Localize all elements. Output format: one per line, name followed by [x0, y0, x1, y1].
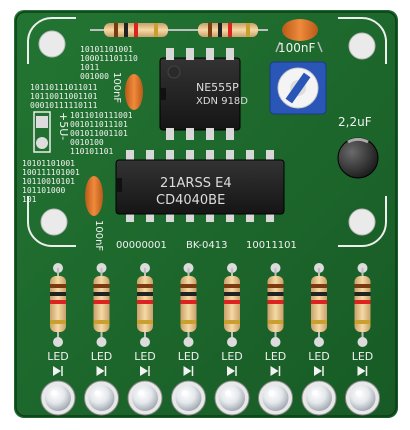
led-8 — [345, 380, 380, 416]
led-column-6: LED — [258, 263, 293, 416]
chip-big-line2: CD4040BE — [156, 193, 225, 208]
svg-text:1011: 1011 — [80, 63, 99, 72]
led-label-1: LED — [47, 350, 69, 363]
svg-text:10101101001: 10101101001 — [22, 159, 75, 168]
led-column-3: LED — [127, 263, 163, 416]
led-row: LED LED LED LED LED LED LED LED — [40, 263, 380, 416]
left-binary-label: 00000001 — [116, 240, 167, 251]
right-binary-label: 10011101 — [246, 240, 297, 251]
resistor-led-8 — [354, 268, 371, 340]
led-label-7: LED — [308, 350, 330, 363]
svg-text:001011001101: 001011001101 — [70, 129, 128, 138]
svg-text:101: 101 — [22, 195, 37, 204]
diode-symbol-icon — [96, 366, 107, 376]
resistor-top-2 — [186, 23, 268, 37]
diode-symbol-icon — [314, 366, 324, 376]
diode-symbol-icon — [140, 366, 150, 376]
diode-symbol-icon — [53, 366, 63, 376]
led-6 — [258, 380, 293, 416]
cap-top-right-label: 100nF — [278, 41, 316, 55]
led-3 — [127, 380, 163, 416]
binary-block-bottom: 10101101001 100111101001 10110010101 101… — [22, 159, 80, 204]
svg-text:110101101: 110101101 — [70, 147, 114, 156]
resistor-led-3 — [137, 268, 153, 340]
chip-ne555 — [159, 48, 241, 140]
led-column-2: LED — [84, 263, 119, 416]
resistor-led-2 — [93, 268, 110, 340]
led-column-7: LED — [301, 263, 337, 416]
binary-block-mid2: 1011010111001 001011011101 001011001101 … — [70, 111, 133, 156]
resistor-led-1 — [50, 268, 66, 340]
pcb-edge — [15, 11, 397, 417]
led-label-4: LED — [178, 350, 200, 363]
binary-block-mid: 10110111011011 10110011001101 0001011111… — [30, 83, 98, 110]
capacitor-left-top — [125, 74, 143, 110]
led-label-5: LED — [221, 350, 243, 363]
led-5 — [214, 380, 250, 416]
led-column-4: LED — [171, 263, 206, 416]
diode-symbol-icon — [270, 366, 281, 376]
svg-text:10110111011011: 10110111011011 — [30, 83, 98, 92]
mounting-hole-bottom-left — [27, 196, 76, 247]
board-code-label: BK-0413 — [186, 240, 227, 251]
resistor-top-1 — [90, 23, 186, 37]
resistor-led-6 — [267, 268, 284, 340]
svg-text:1011010111001: 1011010111001 — [70, 111, 133, 120]
svg-text:10110011001101: 10110011001101 — [30, 92, 98, 101]
led-column-1: LED — [40, 263, 76, 416]
trimmer-potentiometer — [269, 61, 327, 115]
svg-text:00010111110111: 00010111110111 — [30, 101, 98, 110]
power-connector — [33, 111, 51, 153]
svg-text:10110010101: 10110010101 — [22, 177, 75, 186]
electrolytic-label: 2,2uF — [338, 115, 372, 129]
resistor-led-4 — [180, 268, 197, 340]
power-label: +5U- — [57, 112, 70, 140]
cap-top-label: 100nF — [111, 72, 122, 103]
svg-text:101101000: 101101000 — [22, 186, 66, 195]
led-1 — [40, 380, 76, 416]
chip-big-line1: 21ARSS E4 — [160, 176, 232, 191]
led-label-2: LED — [91, 350, 113, 363]
svg-text:001011011101: 001011011101 — [70, 120, 128, 129]
chip-small-line1: NE555P — [196, 81, 239, 94]
led-4 — [171, 380, 206, 416]
cap-bottom-label: 100nF — [93, 220, 104, 251]
mounting-hole-bottom-right — [338, 196, 387, 247]
svg-text:100011101110: 100011101110 — [80, 54, 138, 63]
chip-cd4040 — [115, 150, 285, 222]
led-2 — [84, 380, 119, 416]
svg-text:10101101001: 10101101001 — [80, 45, 133, 54]
led-column-5: LED — [214, 263, 250, 416]
resistor-led-5 — [224, 268, 240, 340]
electrolytic-capacitor — [337, 137, 379, 179]
led-7 — [301, 380, 337, 416]
svg-text:001000: 001000 — [80, 72, 109, 81]
binary-block-top: 10101101001 100011101110 1011 001000 — [80, 45, 138, 81]
led-label-6: LED — [265, 350, 287, 363]
diode-symbol-icon — [357, 366, 368, 376]
diode-symbol-icon — [227, 366, 237, 376]
mounting-hole-top-right — [338, 16, 387, 64]
diode-symbol-icon — [183, 366, 194, 376]
led-column-8: LED — [345, 263, 380, 416]
capacitor-left-bottom — [85, 176, 103, 216]
mounting-hole-top-left — [27, 16, 76, 64]
svg-text:100111101001: 100111101001 — [22, 168, 80, 177]
capacitor-top-right — [275, 19, 323, 53]
led-label-3: LED — [134, 350, 156, 363]
resistor-led-7 — [311, 268, 327, 340]
led-label-8: LED — [352, 350, 374, 363]
chip-small-line2: XDN 918D — [196, 96, 248, 107]
svg-text:0010100: 0010100 — [70, 138, 104, 147]
